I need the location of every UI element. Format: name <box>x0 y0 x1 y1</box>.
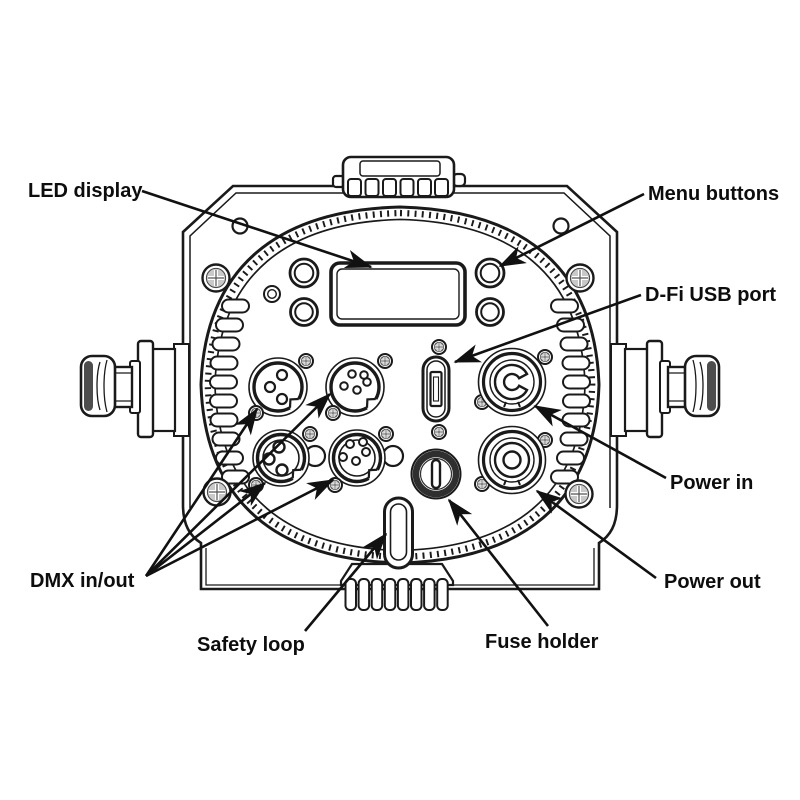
menu-button-top-left <box>288 257 320 289</box>
corner-screw-icon <box>564 262 596 294</box>
xlr-3pin-male <box>248 357 308 417</box>
body-hole-right <box>552 217 570 235</box>
menu-button-bottom-right <box>475 297 505 327</box>
arrow-safety-loop <box>304 532 388 632</box>
arrow-menu-buttons <box>498 192 645 268</box>
arrow-dmx-4 <box>145 478 335 578</box>
arrow-dfi-usb-port <box>453 293 642 364</box>
screw-icon <box>536 348 554 366</box>
screw-icon <box>301 425 319 443</box>
callout-labels: LED display Menu buttons D-Fi USB port P… <box>28 180 779 656</box>
corner-screw-icon <box>200 262 232 294</box>
arrow-led-display <box>141 189 373 269</box>
label-led-display: LED display <box>28 180 143 202</box>
label-dmx-in-out: DMX in/out <box>30 570 135 592</box>
screw-icon <box>430 338 448 356</box>
status-led-icon <box>263 285 281 303</box>
screw-icon <box>297 352 315 370</box>
screw-icon <box>377 425 395 443</box>
arrow-fuse-holder <box>447 498 550 627</box>
power-out-connector <box>477 425 547 495</box>
arrow-power-in <box>533 404 667 480</box>
dfi-usb-port <box>421 355 451 423</box>
menu-button-top-right <box>474 257 506 289</box>
arrow-dmx-1 <box>144 407 259 577</box>
arrow-dmx-2 <box>145 392 332 577</box>
safety-loop <box>383 496 414 570</box>
label-safety-loop: Safety loop <box>197 634 305 656</box>
label-power-in: Power in <box>670 472 753 494</box>
menu-button-bottom-left <box>289 297 319 327</box>
power-in-connector <box>477 347 547 417</box>
label-power-out: Power out <box>664 571 761 593</box>
top-bracket <box>331 155 467 199</box>
arrow-power-out <box>535 489 657 580</box>
menu-buttons <box>263 257 506 327</box>
label-menu-buttons: Menu buttons <box>648 183 779 205</box>
callout-arrows <box>141 189 667 632</box>
fuse-holder <box>410 448 462 500</box>
fuse-slot <box>430 458 442 490</box>
arrow-dmx-3 <box>145 481 267 578</box>
screw-icon <box>430 423 448 441</box>
screw-icon <box>376 352 394 370</box>
latch-tab <box>381 444 405 468</box>
bottom-bracket <box>339 562 455 611</box>
label-dfi-usb-port: D-Fi USB port <box>645 284 776 306</box>
label-fuse-holder: Fuse holder <box>485 631 599 653</box>
powercon-c-keyglyph <box>493 363 529 401</box>
xlr-5pin-female <box>328 429 405 487</box>
dmx-connectors <box>248 357 405 487</box>
screw-icon <box>324 404 342 422</box>
xlr-5pin-male <box>325 357 385 417</box>
corner-screw-icon <box>563 478 595 510</box>
led-display <box>329 261 467 327</box>
